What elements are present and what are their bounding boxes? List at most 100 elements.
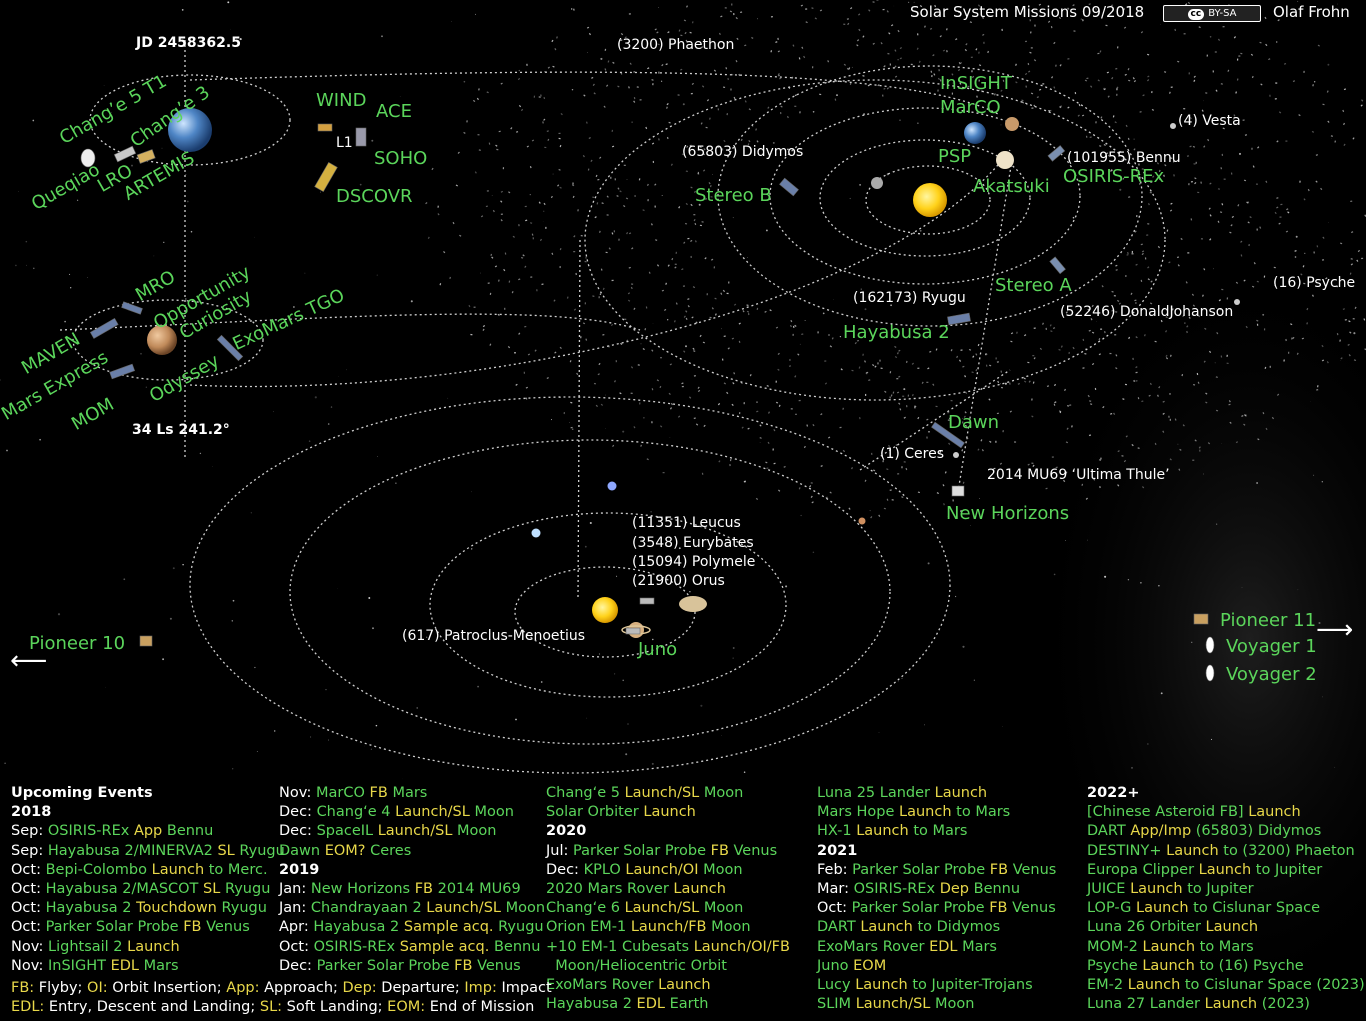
asteroid	[759, 436, 762, 439]
asteroid	[1128, 79, 1131, 82]
asteroid	[651, 349, 654, 352]
asteroid	[1236, 58, 1239, 61]
legend-meaning: Departure;	[376, 980, 465, 996]
event-row: Juno EOM	[817, 957, 1056, 976]
asteroid	[1240, 240, 1243, 243]
star	[377, 456, 378, 457]
asteroid	[593, 92, 596, 95]
asteroid	[1212, 70, 1214, 73]
asteroid	[1303, 198, 1306, 201]
star	[346, 369, 347, 371]
asteroid	[878, 514, 881, 517]
asteroid	[639, 99, 642, 101]
asteroid	[633, 307, 636, 310]
asteroid	[748, 140, 751, 143]
asteroid	[486, 190, 489, 192]
asteroid	[952, 81, 955, 84]
event-date: Sep:	[11, 842, 48, 859]
asteroid	[1285, 338, 1287, 342]
event-type: Launch/OI	[625, 861, 704, 878]
event-type: Launch	[1127, 976, 1185, 993]
asteroid	[898, 349, 901, 352]
sun-icon-outer	[592, 597, 618, 623]
star	[186, 200, 189, 203]
star	[568, 422, 570, 424]
asteroid	[765, 461, 768, 464]
asteroid	[809, 485, 812, 488]
asteroid	[693, 214, 696, 216]
asteroid	[701, 85, 705, 88]
asteroid	[1121, 455, 1124, 457]
event-row: Luna 26 Orbiter Launch	[1087, 918, 1365, 937]
asteroid	[1038, 3, 1042, 6]
asteroid	[736, 37, 739, 40]
asteroid	[1188, 72, 1190, 75]
asteroid	[989, 364, 992, 367]
ryugu-label: (162173) Ryugu	[853, 290, 966, 306]
spacecraft-icon	[639, 597, 655, 605]
asteroid	[794, 94, 798, 97]
star	[447, 397, 449, 399]
asteroid	[726, 292, 729, 295]
asteroid	[1170, 157, 1173, 159]
asteroid	[630, 366, 634, 369]
event-type: Launch	[1248, 804, 1301, 821]
asteroid	[1039, 347, 1043, 350]
asteroid	[656, 264, 660, 267]
asteroid	[538, 96, 541, 98]
star	[765, 229, 768, 232]
asteroid	[694, 222, 697, 226]
star	[1184, 322, 1186, 324]
star	[181, 9, 184, 11]
asteroid	[1124, 73, 1127, 76]
asteroid	[560, 112, 563, 116]
star	[1096, 321, 1097, 322]
asteroid	[612, 61, 615, 64]
asteroid	[1237, 204, 1240, 207]
asteroid	[466, 120, 468, 123]
star	[1221, 443, 1222, 444]
asteroid	[611, 279, 614, 282]
asteroid	[673, 320, 676, 323]
asteroid	[631, 247, 634, 250]
event-target: Venus	[1012, 861, 1057, 878]
asteroid	[1200, 238, 1203, 240]
asteroid	[630, 286, 633, 290]
psyche-label: (16) Psyche	[1273, 275, 1356, 291]
spacecraft-icon	[947, 312, 971, 326]
asteroid	[1190, 218, 1193, 221]
mission-hayabusa2: Hayabusa 2	[843, 322, 950, 343]
asteroid	[1014, 441, 1017, 443]
asteroid	[1151, 108, 1155, 111]
asteroid	[884, 390, 887, 393]
asteroid	[1100, 457, 1102, 460]
asteroid	[1141, 168, 1144, 170]
asteroid	[482, 328, 485, 331]
asteroid	[1262, 412, 1265, 415]
asteroid	[633, 100, 636, 103]
event-mission: Hayabusa 2	[45, 900, 137, 917]
asteroid	[1311, 294, 1314, 297]
asteroid	[936, 492, 939, 495]
asteroid	[947, 411, 950, 414]
asteroid	[455, 184, 459, 187]
asteroid	[1116, 299, 1120, 302]
asteroid	[504, 252, 507, 255]
asteroid	[1054, 401, 1057, 404]
asteroid	[1201, 109, 1204, 112]
star	[1353, 332, 1356, 335]
asteroid	[1113, 295, 1116, 297]
asteroid	[738, 322, 741, 325]
asteroid	[1030, 47, 1033, 49]
star	[1304, 252, 1306, 254]
star	[732, 647, 735, 649]
asteroid	[573, 235, 576, 238]
asteroid	[819, 93, 822, 96]
asteroid	[883, 87, 886, 90]
asteroid	[700, 122, 703, 125]
asteroid	[659, 385, 662, 389]
asteroid	[1169, 458, 1172, 461]
asteroid	[1241, 415, 1244, 417]
event-type: Launch/FB	[630, 919, 712, 936]
